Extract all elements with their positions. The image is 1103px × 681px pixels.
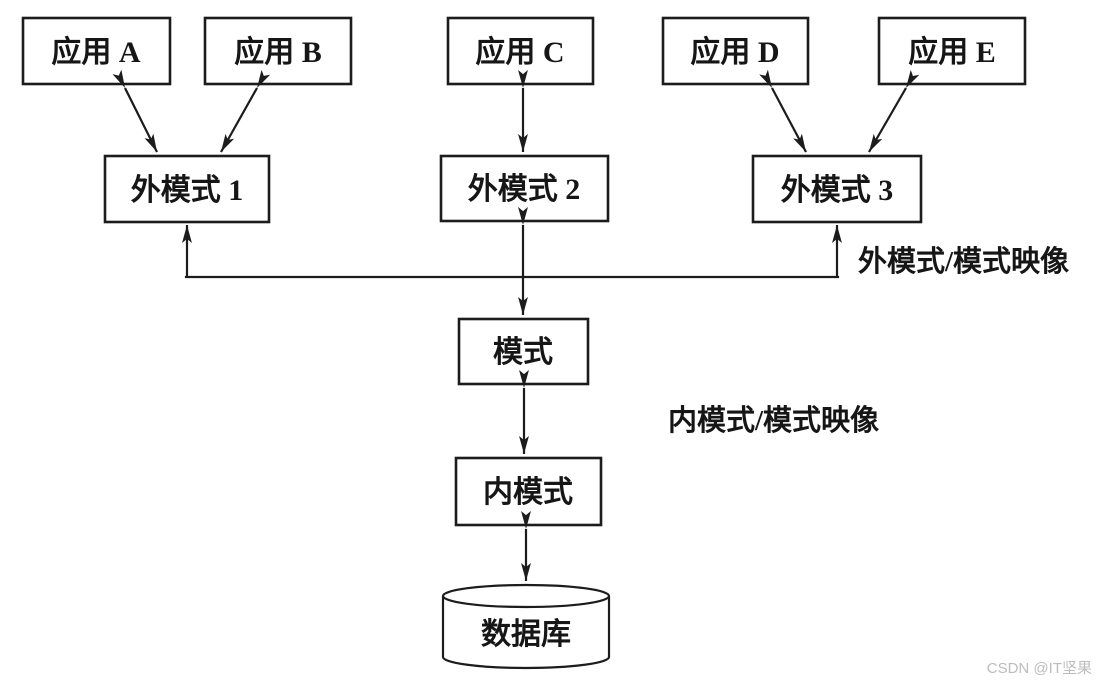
arrow-app-a-ext1 [112, 69, 158, 153]
app-a-label: 应用 A [51, 35, 140, 69]
internal-schema-mapping-label: 内模式/模式映像 [668, 404, 879, 437]
app-b-label: 应用 B [234, 35, 322, 69]
external-schema-1-box [103, 154, 271, 224]
internal-schema-label: 内模式 [483, 476, 573, 509]
schema-label: 模式 [493, 336, 553, 369]
cylinder-top [441, 583, 611, 609]
external-schema-mapping-connector [182, 224, 842, 279]
app-e-label: 应用 E [908, 35, 996, 69]
app-a-box [21, 16, 172, 86]
app-d-label: 应用 D [690, 35, 779, 69]
external-schema-mapping-label: 外模式/模式映像 [858, 245, 1069, 278]
app-c-label: 应用 C [475, 35, 564, 69]
external-schema-3-label: 外模式 3 [781, 174, 894, 207]
arrow-app-d-ext3 [759, 69, 807, 153]
watermark-text: CSDN @IT坚果 [987, 660, 1092, 677]
external-schema-2-label: 外模式 2 [468, 173, 581, 206]
database-label: 数据库 [481, 618, 571, 651]
database-cylinder [441, 583, 611, 670]
external-schema-3-box [751, 154, 923, 224]
arrow-app-b-ext1 [220, 69, 271, 153]
external-schema-1-label: 外模式 1 [131, 174, 244, 207]
arrow-app-e-ext3 [868, 69, 920, 153]
cylinder-body [441, 596, 611, 670]
